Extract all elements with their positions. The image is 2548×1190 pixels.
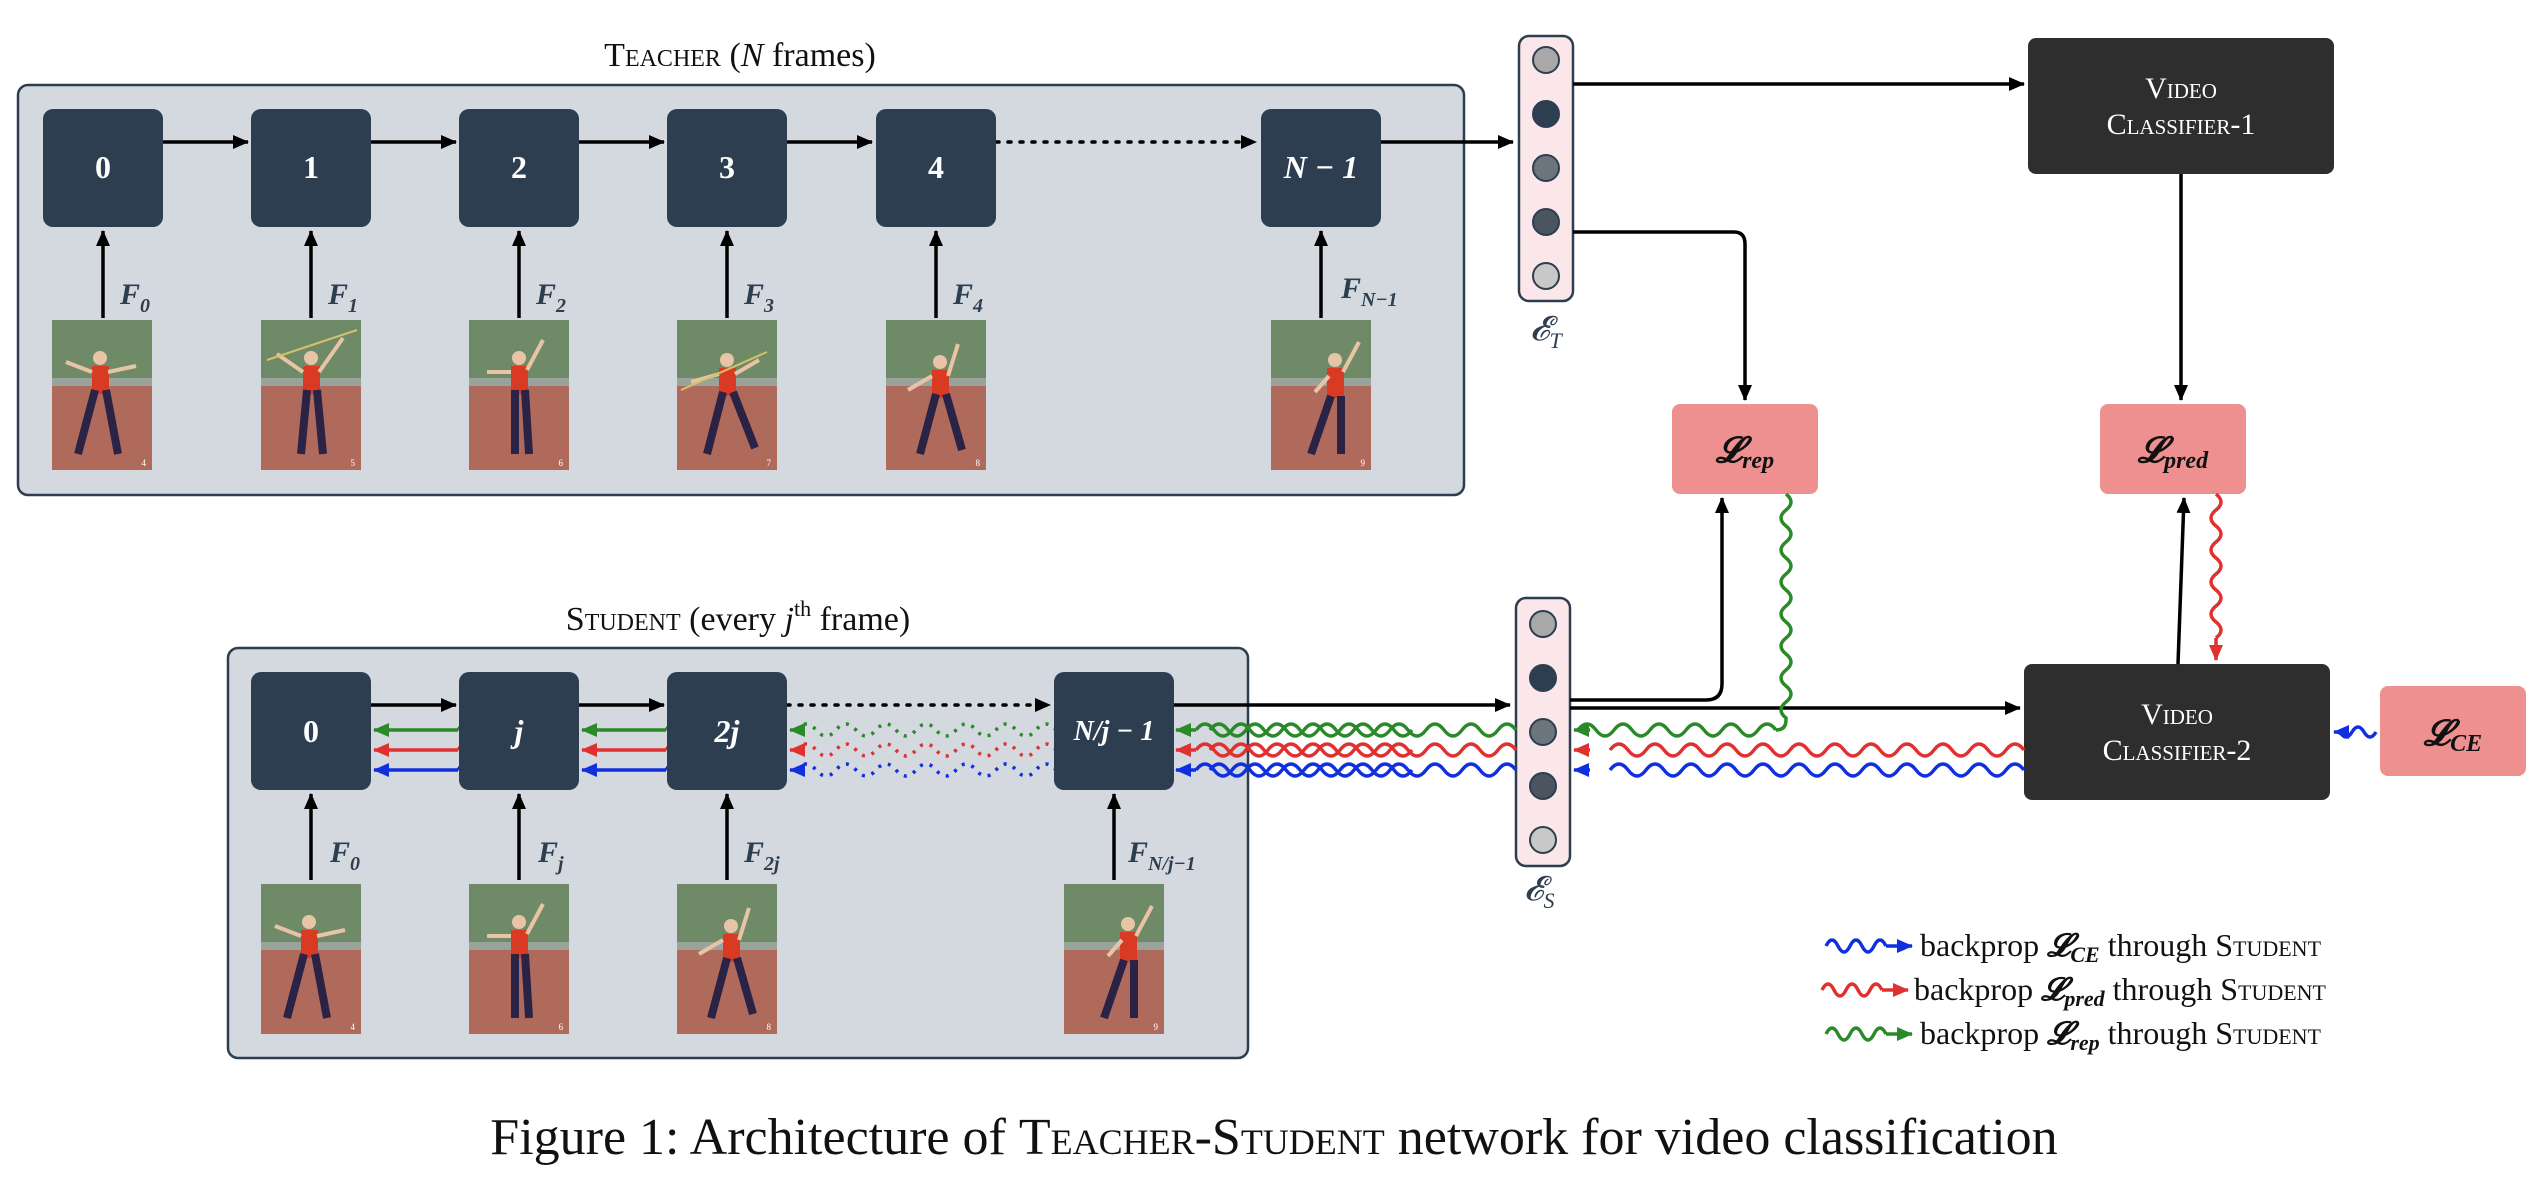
- student-node: [667, 672, 787, 790]
- student-node-label: 0: [303, 713, 319, 749]
- video-frame-thumbnail: 5: [261, 320, 361, 470]
- input-label-f1: F1: [327, 278, 358, 317]
- input-label-fn1: FN−1: [1340, 272, 1398, 311]
- student-title: Student (every jth frame): [566, 596, 910, 638]
- frame-number: 8: [976, 458, 981, 468]
- student-frames: 4 6 8 9: [261, 884, 1164, 1034]
- frame-number: 4: [142, 458, 147, 468]
- teacher-node-label: 3: [719, 149, 735, 185]
- teacher-inputs: F0 F1 F2 F3 F4 FN−1: [96, 230, 1398, 318]
- teacher-node: [876, 109, 996, 227]
- video-frame-thumbnail: 9: [1064, 884, 1164, 1034]
- caption-name: Teacher-Student: [1018, 1109, 1385, 1166]
- forward-arrows: [1570, 77, 2191, 715]
- frame-number: 9: [1361, 458, 1366, 468]
- teacher-nodes: 0 1 2 3 4 N − 1: [43, 109, 1381, 227]
- video-frame-thumbnail: 4: [261, 884, 361, 1034]
- legend-item-rep: backprop 𝓛rep through Student: [1824, 1015, 2322, 1055]
- teacher-node-label: 2: [511, 149, 527, 185]
- student-node-label: 2j: [714, 713, 740, 749]
- video-frame-thumbnail: 8: [886, 320, 986, 470]
- loss-rep: 𝓛rep: [1672, 404, 1818, 494]
- video-frame-thumbnail: 8: [677, 884, 777, 1034]
- loss-ce: 𝓛CE: [2380, 686, 2526, 776]
- video-classifier-2: Video Classifier-2: [2024, 664, 2330, 800]
- teacher-node: [1261, 109, 1381, 227]
- frame-number: 6: [559, 458, 564, 468]
- teacher-node-label: N − 1: [1283, 149, 1359, 185]
- video-frame-thumbnail: 7: [677, 320, 777, 470]
- frame-number: 4: [351, 1022, 356, 1032]
- svg-text:backprop 𝓛pred through Studen: backprop 𝓛pred through Student: [1914, 971, 2327, 1011]
- frame-number: 8: [767, 1022, 772, 1032]
- teacher-embedding-label: 𝓔T: [1530, 311, 1563, 353]
- frame-number: 5: [351, 458, 356, 468]
- frame-number: 7: [767, 458, 772, 468]
- teacher-node-label: 0: [95, 149, 111, 185]
- teacher-node-label: 1: [303, 149, 319, 185]
- legend: backprop 𝓛CE through Student backprop 𝓛p…: [1820, 927, 2327, 1055]
- classifier-1-line1: Video: [2145, 72, 2217, 105]
- classifier-2-line1: Video: [2141, 698, 2213, 731]
- frame-number: 6: [559, 1022, 564, 1032]
- video-frame-thumbnail: 9: [1271, 320, 1371, 470]
- legend-item-ce: backprop 𝓛CE through Student: [1824, 927, 2322, 967]
- video-classifier-1: Video Classifier-1: [2028, 38, 2334, 174]
- student-embedding-label: 𝓔S: [1524, 871, 1554, 913]
- classifier-1-line2: Classifier-1: [2107, 108, 2256, 141]
- input-label-f4: F4: [952, 278, 983, 317]
- input-label-f2: F2: [535, 278, 566, 317]
- teacher-node: [251, 109, 371, 227]
- caption-prefix: Figure 1: Architecture of: [490, 1109, 1006, 1166]
- input-label-f3: F3: [743, 278, 774, 317]
- frame-number: 9: [1154, 1022, 1159, 1032]
- svg-text:backprop 𝓛CE through Student: backprop 𝓛CE through Student: [1920, 927, 2322, 967]
- student-input-label-f0: F0: [329, 836, 360, 875]
- teacher-frames: 4 5 6 7 8: [52, 320, 1371, 470]
- student-node: [1054, 672, 1174, 790]
- teacher-node-label: 4: [928, 149, 944, 185]
- teacher-node: [43, 109, 163, 227]
- student-inputs: F0 Fj F2j FN/j−1: [304, 793, 1196, 880]
- student-node: [459, 672, 579, 790]
- student-input-label-fj: Fj: [537, 836, 564, 875]
- video-frame-thumbnail: 4: [52, 320, 152, 470]
- video-frame-thumbnail: 6: [469, 320, 569, 470]
- teacher-node: [459, 109, 579, 227]
- teacher-embedding: 𝓔T: [1517, 34, 1575, 353]
- student-embedding: 𝓔S: [1514, 596, 1572, 913]
- student-input-label-fnj1: FN/j−1: [1127, 836, 1196, 875]
- svg-text:𝓛pred: 𝓛pred: [2137, 430, 2209, 474]
- student-node: [251, 672, 371, 790]
- classifier-2-line2: Classifier-2: [2103, 734, 2252, 767]
- backprop-arrows: [1208, 492, 2378, 778]
- teacher-panel: [16, 83, 1466, 497]
- student-input-label-f2j: F2j: [743, 836, 780, 875]
- svg-text:backprop 𝓛rep through Student: backprop 𝓛rep through Student: [1920, 1015, 2322, 1055]
- video-frame-thumbnail: 6: [469, 884, 569, 1034]
- caption-suffix: network for video classification: [1397, 1109, 2058, 1166]
- input-label-f0: F0: [119, 278, 150, 317]
- teacher-node: [667, 109, 787, 227]
- figure-caption: Figure 1: Architecture of Teacher-Studen…: [0, 1108, 2548, 1167]
- loss-pred: 𝓛pred: [2100, 404, 2246, 494]
- student-nodes: 0 j 2j N/j − 1: [251, 672, 1174, 790]
- teacher-title: Teacher (N frames): [604, 37, 876, 74]
- student-node-label: N/j − 1: [1073, 716, 1155, 747]
- legend-item-pred: backprop 𝓛pred through Student: [1820, 971, 2327, 1011]
